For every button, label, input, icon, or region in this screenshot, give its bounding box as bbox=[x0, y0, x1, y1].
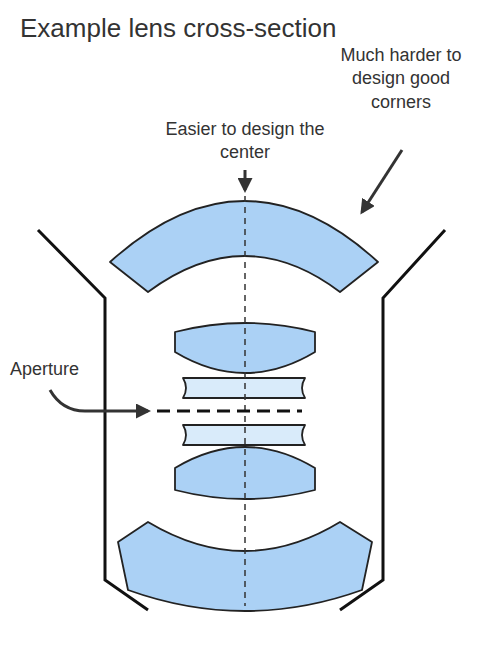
aperture-stop bbox=[157, 410, 302, 413]
concave-element bbox=[183, 425, 305, 445]
front-meniscus-element bbox=[110, 201, 378, 292]
center-arrow bbox=[244, 170, 247, 190]
concave-element bbox=[183, 378, 305, 398]
callout-label: Much harder to design good corners bbox=[340, 44, 462, 114]
aperture-label: Aperture bbox=[10, 358, 120, 381]
corner-arrow bbox=[362, 150, 402, 212]
aperture-arrow bbox=[50, 390, 148, 411]
callout-label: Easier to design the center bbox=[160, 118, 330, 165]
diagram-title: Example lens cross-section bbox=[20, 12, 336, 46]
optical-axis bbox=[244, 196, 246, 606]
